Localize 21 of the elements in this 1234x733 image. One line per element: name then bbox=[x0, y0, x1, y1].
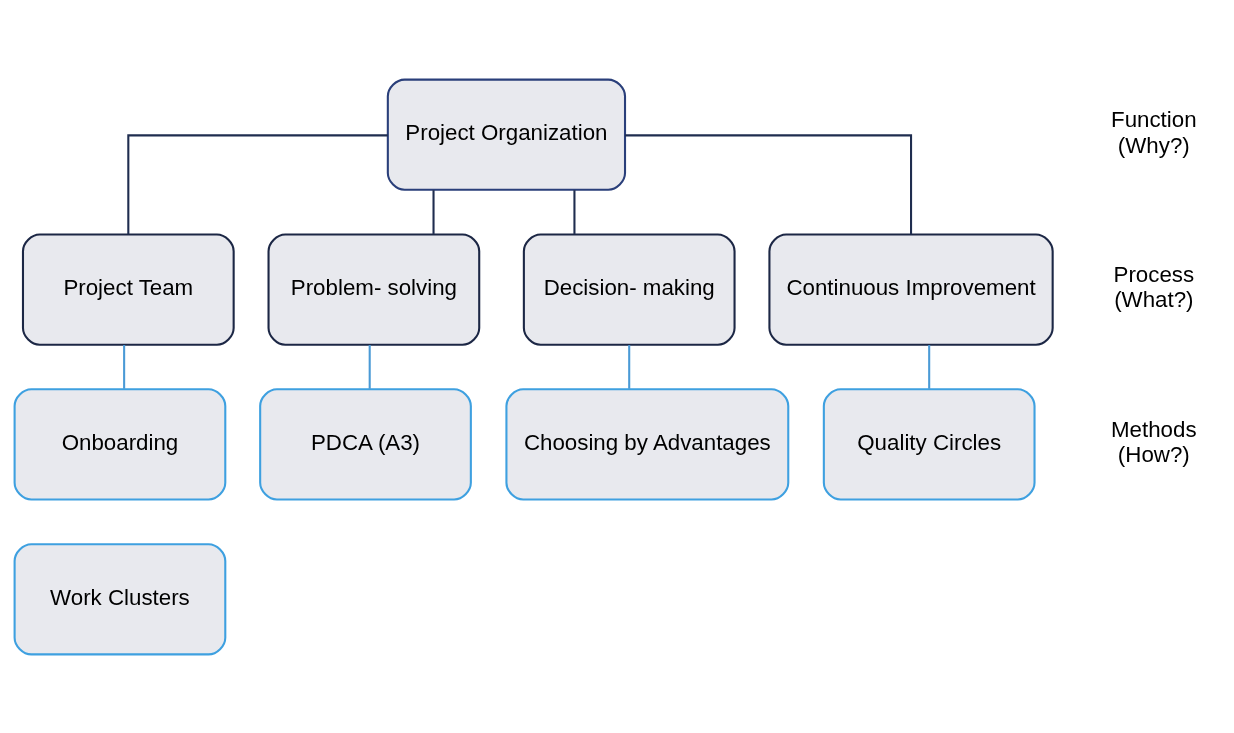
node-box: Project Organization bbox=[386, 78, 627, 191]
connector bbox=[573, 189, 576, 234]
connector bbox=[123, 344, 126, 389]
node-box: Work Clusters bbox=[13, 542, 227, 655]
connector bbox=[928, 344, 931, 389]
node-box: Continuous Improvement bbox=[768, 232, 1054, 346]
label: Process (What?) bbox=[1113, 261, 1195, 312]
node-box: PDCA (A3) bbox=[259, 387, 472, 501]
node-box: Quality Circles bbox=[822, 387, 1036, 501]
node-box: Onboarding bbox=[13, 387, 227, 501]
label: Function (Why?) bbox=[1111, 106, 1197, 158]
connector bbox=[628, 344, 631, 389]
node-box: Project Team bbox=[21, 232, 235, 346]
node-box: Choosing by Advantages bbox=[505, 387, 790, 501]
connector bbox=[432, 189, 435, 234]
connector bbox=[368, 344, 371, 389]
connector bbox=[625, 133, 913, 234]
node-box: Problem- solving bbox=[267, 232, 481, 346]
label: Methods (How?) bbox=[1111, 416, 1197, 467]
connector bbox=[127, 133, 388, 234]
node-box: Decision- making bbox=[522, 232, 736, 346]
